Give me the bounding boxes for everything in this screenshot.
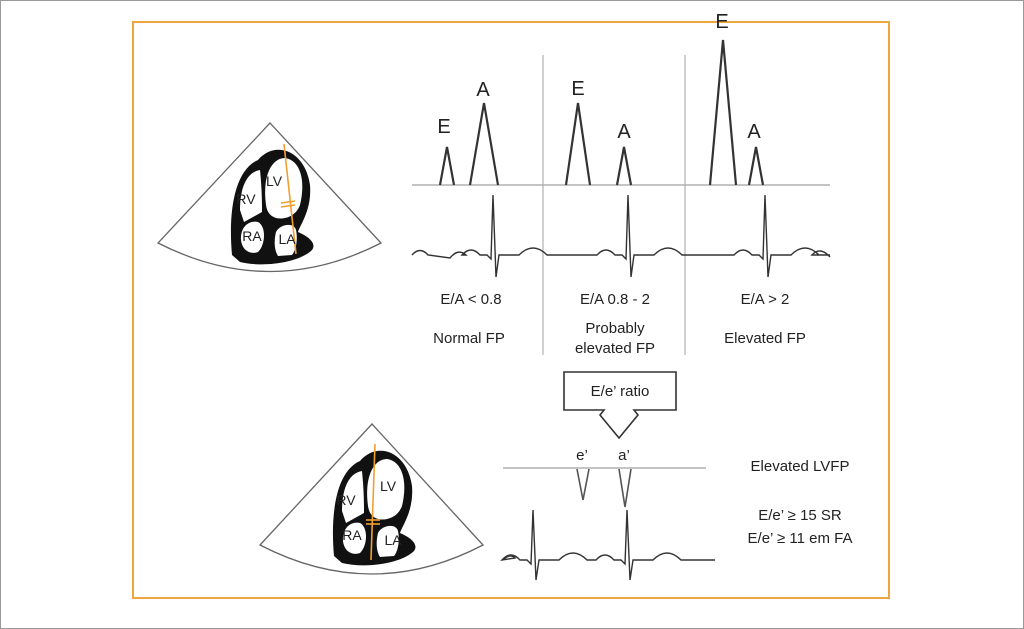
e-wave	[438, 146, 456, 186]
panel-category: Normal FP	[433, 330, 505, 347]
e-peak-label: E	[715, 11, 728, 33]
panel-category: Probably	[585, 320, 645, 337]
ea-ratio-label: E/A 0.8 - 2	[580, 291, 650, 308]
chamber-label-lv: LV	[266, 173, 283, 189]
panel-category: Elevated FP	[724, 330, 806, 347]
ecg-trace	[500, 509, 715, 581]
a-peak-label: A	[617, 121, 631, 143]
chamber-label-la: LA	[384, 532, 402, 548]
e-prime-label: e’	[576, 447, 588, 464]
a-peak-label: A	[476, 79, 490, 101]
e-wave	[564, 102, 592, 186]
panel-category-line2: elevated FP	[575, 340, 655, 357]
criterion-af: E/e’ ≥ 11 em FA	[748, 530, 853, 547]
chamber-label-lv: LV	[380, 478, 397, 494]
chamber-label-ra: RA	[242, 228, 262, 244]
ee-ratio-arrow	[563, 371, 677, 440]
ea-ratio-label: E/A < 0.8	[440, 291, 501, 308]
ecg-trace	[411, 194, 831, 278]
ee-ratio-label: E/e’ ratio	[591, 383, 650, 400]
mitral-inflow-waves	[438, 39, 765, 186]
doppler-line	[283, 143, 297, 255]
e-prime-wave	[576, 468, 590, 501]
heart-silhouette	[230, 149, 314, 265]
chamber-label-rv: RV	[236, 191, 256, 207]
a-wave	[468, 102, 500, 186]
a-wave	[615, 146, 633, 186]
orange-frame	[132, 21, 890, 599]
a-wave	[747, 146, 765, 186]
doppler-line	[370, 443, 376, 561]
e-wave	[708, 39, 738, 186]
result-title: Elevated LVFP	[751, 458, 850, 475]
top-echo-view: LV RV RA LA	[156, 122, 383, 273]
a-peak-label: A	[747, 121, 761, 143]
chamber-label-ra: RA	[342, 527, 362, 543]
a-prime-wave	[618, 468, 632, 508]
chamber-label-rv: RV	[336, 492, 356, 508]
chamber-label-la: LA	[278, 231, 296, 247]
e-peak-label: E	[571, 78, 584, 100]
bottom-echo-view: LV RV RA LA	[258, 423, 485, 575]
a-prime-label: a’	[618, 447, 630, 464]
ea-ratio-label: E/A > 2	[741, 291, 790, 308]
criterion-sr: E/e’ ≥ 15 SR	[758, 507, 842, 524]
e-peak-label: E	[437, 116, 450, 138]
heart-silhouette	[332, 450, 416, 566]
